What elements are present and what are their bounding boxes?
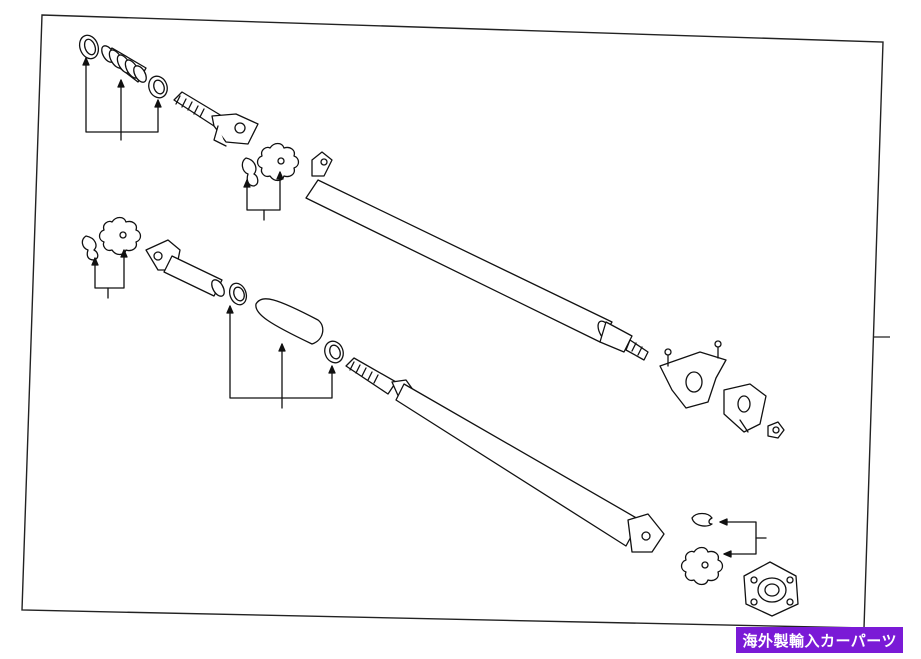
lower-universal-joint [98, 216, 142, 256]
diagram-frame [21, 14, 884, 629]
shop-badge: 海外製輸入カーパーツ [736, 627, 903, 653]
lower-dust-boot [255, 298, 324, 345]
lower-boot-clamp-small [228, 282, 248, 306]
lower-mid-callout-lines [226, 305, 336, 409]
upper-slip-yoke [173, 91, 259, 147]
upper-propeller-shaft [305, 151, 649, 361]
shop-badge-text: 海外製輸入カーパーツ [742, 631, 897, 650]
rear-universal-joint [680, 546, 724, 586]
lower-slip-yoke [145, 239, 225, 297]
center-support-bearing [659, 340, 727, 409]
upper-boot-clamp-small [78, 34, 100, 60]
lower-boot-clamp-large [324, 340, 344, 364]
lower-propeller-shaft [345, 357, 665, 553]
rear-companion-flange [743, 561, 799, 617]
upper-universal-joint [256, 142, 300, 182]
upper-dust-boot [101, 45, 147, 83]
rear-callout-lines [719, 518, 767, 558]
rear-snap-ring [691, 512, 713, 527]
upper-mid-callout-lines [243, 171, 284, 221]
center-flange-yoke [723, 383, 767, 433]
lower-left-callout-lines [91, 249, 128, 299]
upper-snap-ring [241, 157, 259, 187]
upper-boot-clamp-large [148, 75, 168, 99]
upper-left-callout-lines [82, 57, 162, 141]
center-lock-nut [767, 421, 785, 439]
